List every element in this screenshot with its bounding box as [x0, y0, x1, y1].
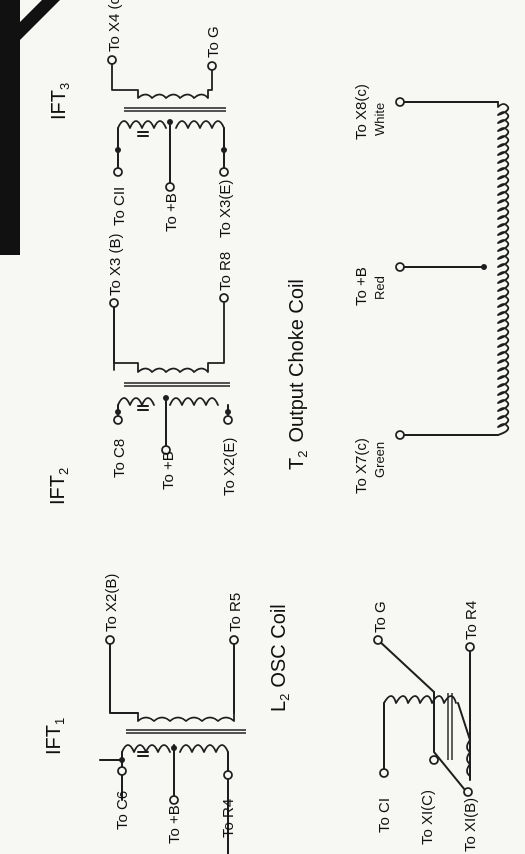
ift2-secondary-coil: [113, 299, 225, 373]
ift2-terminal-c8: [113, 415, 123, 425]
choke-terminal-b: [395, 262, 405, 272]
ift1-component: IFT1: [43, 641, 246, 854]
ift3-label-x4c: To X4 (c): [106, 0, 123, 52]
ift3-component: IFT3: [48, 59, 227, 186]
corner-mark: [0, 0, 60, 255]
ift2-terminal-b: [161, 445, 171, 455]
ift1-label-r4: To R4: [220, 799, 237, 838]
ift2-capacitor: [137, 405, 149, 411]
ift3-label-b: To +B: [163, 193, 180, 232]
ift1-capacitor: [137, 751, 149, 757]
choke-label-green: Green: [372, 442, 387, 478]
ift2-component: IFT2: [47, 299, 231, 505]
ift1-terminal-c6: [117, 766, 127, 776]
osc-coil-component: L2OSC Coil: [268, 604, 471, 791]
choke-main-coil: [497, 101, 510, 436]
osc-main-coil: [383, 695, 457, 704]
osc-terminal-x1b: [463, 787, 473, 797]
ift2-label-c8: To C8: [111, 439, 128, 478]
ift1-terminal-r4: [223, 770, 233, 780]
osc-label-r4: To R4: [463, 601, 480, 640]
ift1-label-c6: To C6: [114, 791, 131, 830]
ift2-label-r8: To R8: [217, 252, 234, 291]
ift1-title: IFT1: [43, 718, 67, 755]
ift1-label-b: To +B: [166, 805, 183, 844]
osc-label-g: To G: [372, 601, 389, 633]
ift3-terminal-b: [165, 182, 175, 192]
ift1-terminal-r5: [229, 635, 239, 645]
choke-label-x7: To X7(c): [353, 438, 370, 494]
ift1-secondary-coil: [137, 712, 235, 722]
ift3-label-c11: To CII: [111, 187, 128, 226]
osc-terminal-g: [373, 635, 383, 645]
choke-terminal-x7: [395, 430, 405, 440]
ift3-label-x3e: To X3(E): [217, 180, 234, 238]
ift2-primary-coil: [117, 397, 219, 406]
ift2-label-x3b: To X3 (B): [107, 233, 124, 296]
ift1-label-x2b: To X2(B): [103, 574, 120, 632]
ift3-capacitor: [137, 131, 149, 137]
ift3-title: IFT3: [48, 83, 72, 120]
choke-label-white: White: [372, 103, 387, 136]
choke-title: T2Output Choke Coil: [286, 279, 310, 470]
ift1-label-r5: To R5: [227, 593, 244, 632]
ift3-primary-coil: [117, 120, 225, 129]
ift1-terminal-x2b: [105, 635, 115, 645]
osc-terminal-c1: [379, 768, 389, 778]
osc-label-x1b: To XI(B): [462, 798, 479, 852]
ift3-terminal-x3e: [219, 167, 229, 177]
ift2-terminal-x2e: [223, 415, 233, 425]
ift2-label-b: To +B: [160, 451, 177, 490]
ift3-secondary-coil: [111, 59, 213, 99]
choke-coil-component: T2Output Choke Coil: [286, 101, 510, 470]
ift1-terminal-b: [169, 795, 179, 805]
choke-label-b: To +B: [353, 267, 370, 306]
ift2-title: IFT2: [47, 468, 71, 505]
ift3-terminal-x4c: [107, 55, 117, 65]
osc-feedback-coil: [466, 739, 471, 777]
ift2-label-x2e: To X2(E): [221, 438, 238, 496]
ift2-terminal-r8: [219, 293, 229, 303]
ift3-terminal-c11: [113, 167, 123, 177]
choke-label-x8: To X8(c): [353, 84, 370, 140]
osc-terminal-x1c: [429, 755, 439, 765]
osc-label-c1: To CI: [376, 798, 393, 833]
ift3-terminal-g: [207, 61, 217, 71]
osc-label-x1c: To XI(C): [419, 790, 436, 845]
choke-label-red: Red: [372, 276, 387, 300]
osc-terminal-r4: [465, 642, 475, 652]
ift2-terminal-x3b: [109, 298, 119, 308]
choke-terminal-x8: [395, 97, 405, 107]
osc-title: L2OSC Coil: [268, 604, 292, 712]
ift3-label-g: To G: [205, 26, 222, 58]
